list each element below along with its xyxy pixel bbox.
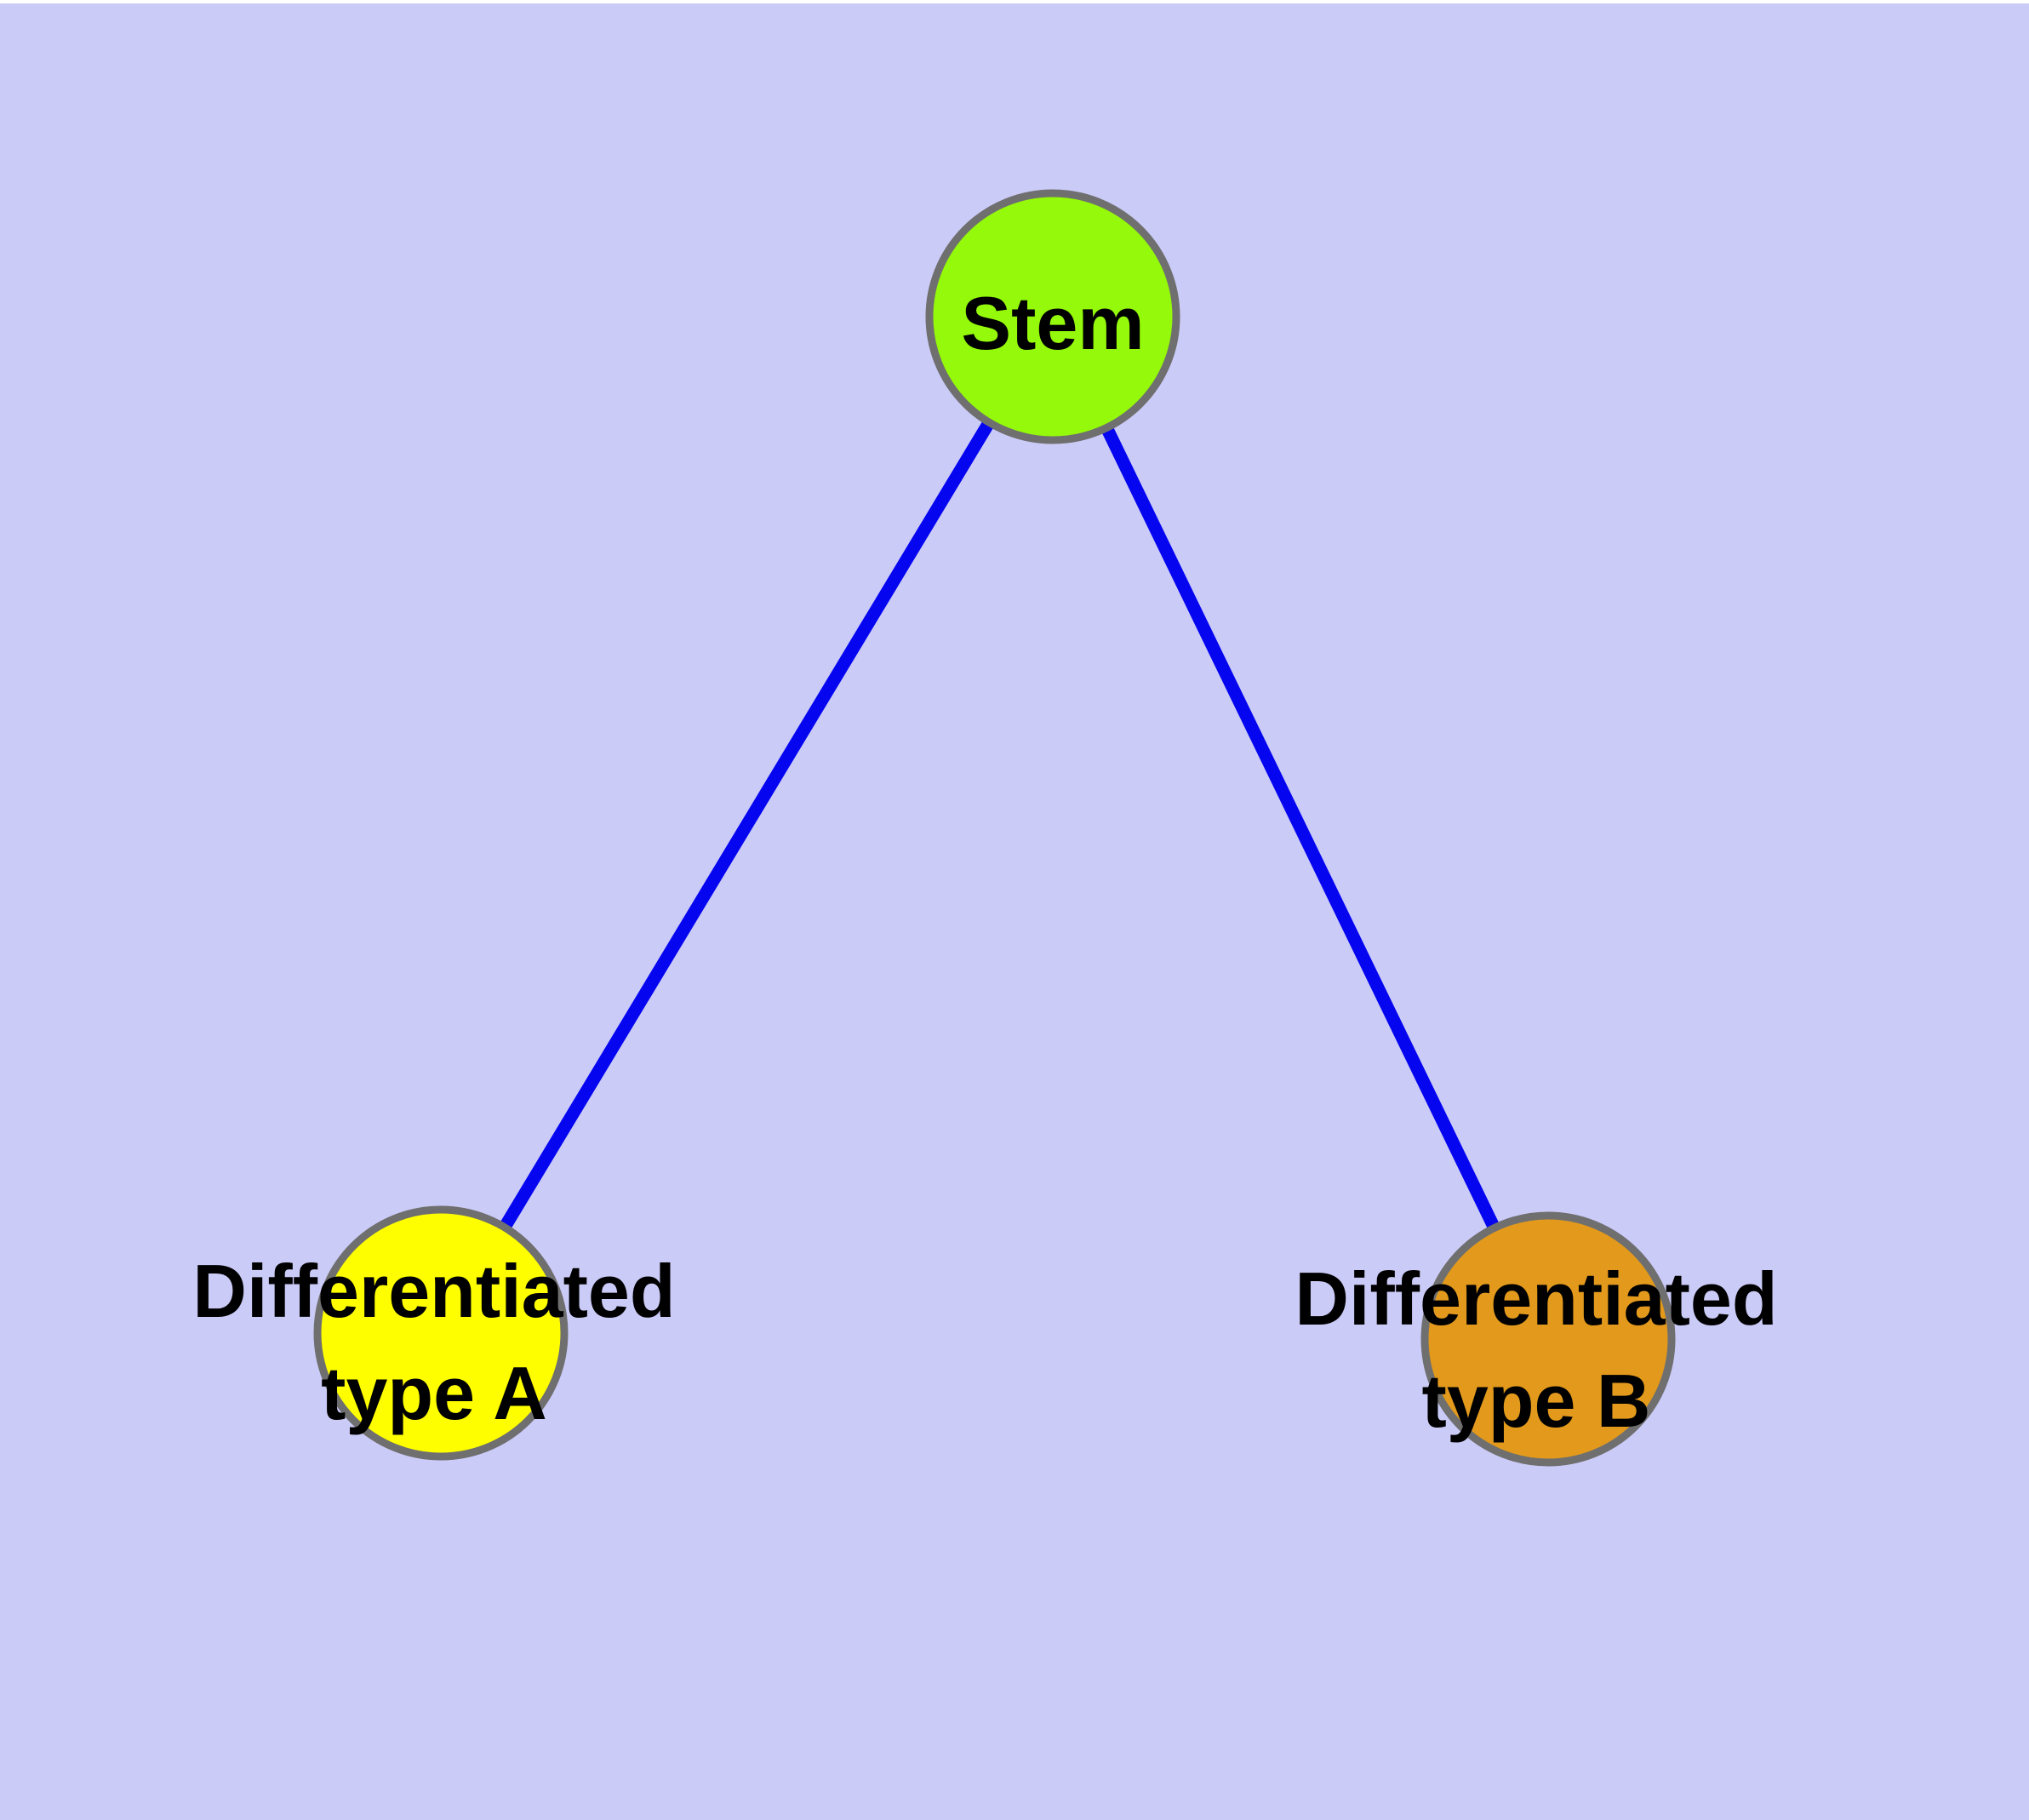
edge-stem-to-type-a bbox=[435, 313, 1059, 1336]
node-differentiated-type-b-label-line2: type B bbox=[1422, 1359, 1651, 1443]
node-differentiated-type-a-circle bbox=[313, 1205, 569, 1461]
edge-stem-to-type-b bbox=[1047, 313, 1554, 1342]
node-stem-circle bbox=[925, 189, 1180, 444]
node-differentiated-type-b-circle bbox=[1420, 1211, 1676, 1467]
node-differentiated-type-a-label-line1: Differentiated bbox=[192, 1249, 675, 1333]
node-stem-label: Stem bbox=[961, 281, 1144, 365]
node-differentiated-type-a-label-line2: type A bbox=[321, 1351, 547, 1435]
top-margin-strip bbox=[0, 0, 2029, 3]
node-differentiated-type-b-label-line1: Differentiated bbox=[1295, 1256, 1777, 1341]
